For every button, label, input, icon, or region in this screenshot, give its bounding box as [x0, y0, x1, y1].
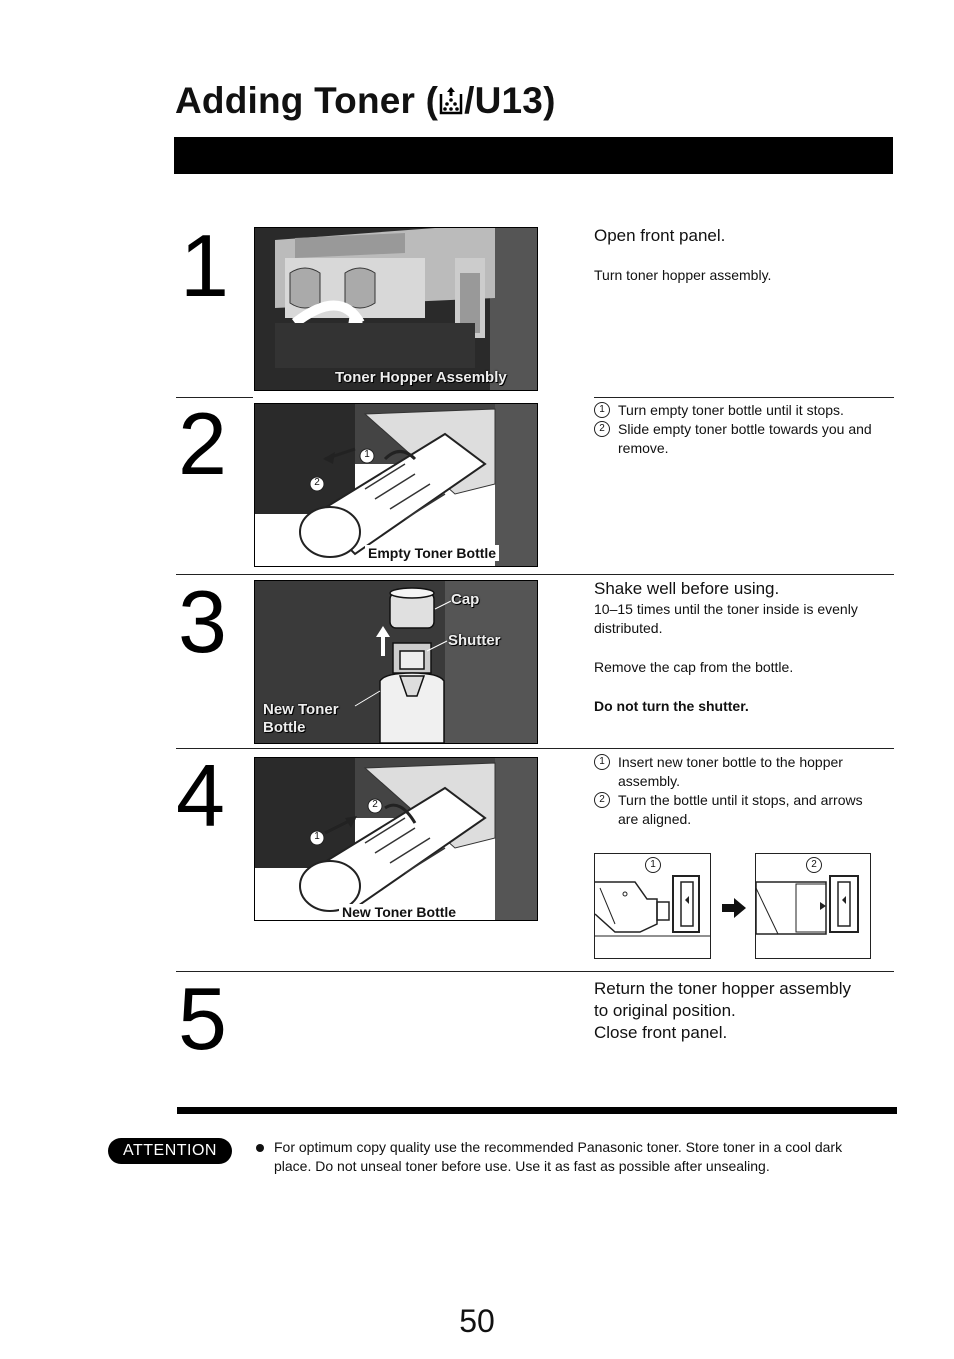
- step-5-line-1: Return the toner hopper assembly: [594, 979, 852, 998]
- attention-badge: ATTENTION: [108, 1138, 232, 1164]
- step-2-number: 2: [178, 394, 227, 493]
- header-bar: [174, 137, 893, 174]
- step-3-number: 3: [178, 572, 227, 671]
- step-5-text: Return the toner hopper assembly to orig…: [594, 978, 851, 1044]
- diagram-label-2: 2: [806, 857, 822, 873]
- divider-2-3: [176, 574, 894, 575]
- step-2-item-2-text: Slide empty toner bottle towards you and…: [618, 421, 872, 456]
- circled-number-1: 1: [594, 402, 610, 418]
- circled-number-1: 1: [594, 754, 610, 770]
- step-4-number: 4: [176, 746, 225, 845]
- footer-bar: [177, 1107, 897, 1114]
- divider-3-4: [176, 748, 894, 749]
- step-4-item-2: 2 Turn the bottle until it stops, and arr…: [594, 791, 884, 829]
- attention-text: For optimum copy quality use the recomme…: [274, 1139, 843, 1174]
- step-3-label-new-toner-bottle: New Toner Bottle: [263, 701, 339, 736]
- step-3-text-1: 10–15 times until the toner inside is ev…: [594, 601, 858, 636]
- step-2-item-1: 1 Turn empty toner bottle until it stops.: [594, 401, 884, 420]
- step-3-photo: Cap Shutter New Toner Bottle: [254, 580, 538, 744]
- step-2-photo-mark-1: 1: [364, 449, 370, 460]
- step-1-heading: Open front panel.: [594, 226, 726, 245]
- step-2-item-2: 2 Slide empty toner bottle towards you an…: [594, 420, 884, 458]
- divider-1-2-left: [176, 397, 253, 398]
- bullet-icon: [256, 1144, 264, 1152]
- step-4-photo-mark-1: 1: [314, 831, 320, 842]
- step-5-number: 5: [178, 969, 227, 1068]
- divider-4-5: [176, 971, 894, 972]
- step-2-photo-mark-2: 2: [314, 477, 320, 488]
- step-2-item-1-text: Turn empty toner bottle until it stops.: [618, 402, 844, 418]
- toner-icon: [438, 83, 464, 115]
- alignment-diagram-after: 2: [755, 853, 871, 959]
- title-prefix: Adding Toner (: [175, 80, 439, 121]
- alignment-diagram-before: 1: [594, 853, 711, 959]
- step-4-items: 1 Insert new toner bottle to the hopper a…: [594, 753, 884, 829]
- step-1-text: Turn toner hopper assembly.: [594, 267, 772, 283]
- step-3-label-shutter: Shutter: [448, 632, 501, 649]
- step-4-item-1-text: Insert new toner bottle to the hopper as…: [618, 754, 843, 789]
- step-3-warning: Do not turn the shutter.: [594, 698, 749, 714]
- divider-1-2-right: [594, 397, 894, 398]
- circled-number-2: 2: [594, 421, 610, 437]
- step-3-text-2: Remove the cap from the bottle.: [594, 659, 794, 675]
- step-4-photo-caption: New Toner Bottle: [339, 904, 460, 920]
- page-title: Adding Toner ( /U13): [175, 80, 556, 122]
- step-4-item-2-text: Turn the bottle until it stops, and arro…: [618, 792, 863, 827]
- step-1-photo: Toner Hopper Assembly: [254, 227, 538, 391]
- page-number: 50: [459, 1303, 495, 1339]
- step-3-heading: Shake well before using.: [594, 579, 780, 598]
- circled-number-2: 2: [594, 792, 610, 808]
- step-1-number: 1: [180, 216, 229, 315]
- step-1-photo-caption: Toner Hopper Assembly: [335, 369, 507, 386]
- step-5-line-2: to original position.: [594, 1001, 736, 1020]
- step-5-line-3: Close front panel.: [594, 1023, 728, 1042]
- step-4-photo-mark-2: 2: [372, 799, 378, 810]
- step-4-item-1: 1 Insert new toner bottle to the hopper a…: [594, 753, 884, 791]
- diagram-label-1: 1: [645, 857, 661, 873]
- right-arrow-icon: [722, 898, 746, 923]
- title-suffix: /U13): [464, 80, 556, 121]
- step-4-photo: 2 1 New Toner Bottle: [254, 757, 538, 921]
- step-2-photo-caption: Empty Toner Bottle: [365, 545, 500, 561]
- step-3-label-cap: Cap: [451, 591, 480, 608]
- step-2-items: 1 Turn empty toner bottle until it stops.…: [594, 401, 884, 458]
- step-2-photo: 1 2 Empty Toner Bottle: [254, 403, 538, 567]
